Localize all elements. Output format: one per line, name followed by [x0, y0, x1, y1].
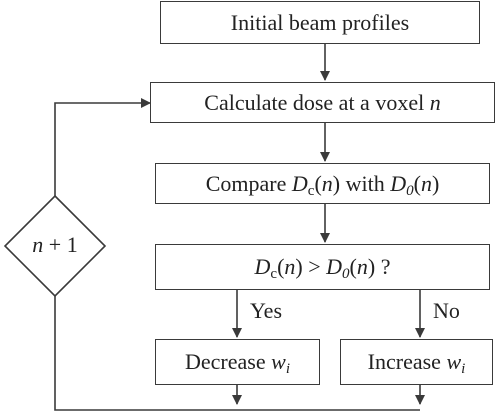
no-branch-label: No [433, 298, 460, 323]
condition-label: Dc(n) > D0(n) ? [254, 254, 391, 282]
increase-weight-box: Increase wi [340, 339, 493, 385]
calculate-dose-box: Calculate dose at a voxel n [150, 82, 495, 123]
compare-dose-label: Compare Dc(n) with D0(n) [205, 170, 440, 199]
yes-branch-label: Yes [250, 298, 283, 323]
increase-weight-label: Increase wi [367, 349, 466, 377]
initial-beam-profiles-box: Initial beam profiles [160, 1, 480, 44]
loop-return-line [54, 296, 420, 411]
loop-increment-label: n + 1 [32, 232, 78, 257]
calculate-dose-label: Calculate dose at a voxel n [204, 89, 441, 115]
initial-beam-profiles-label: Initial beam profiles [230, 9, 410, 35]
decrease-weight-box: Decrease wi [155, 339, 320, 385]
loop-diamond [3, 194, 107, 298]
loop-to-calculate-line [54, 98, 151, 196]
compare-dose-box: Compare Dc(n) with D0(n) [155, 163, 490, 204]
decrease-weight-label: Decrease wi [185, 349, 290, 377]
condition-box: Dc(n) > D0(n) ? [155, 244, 490, 290]
